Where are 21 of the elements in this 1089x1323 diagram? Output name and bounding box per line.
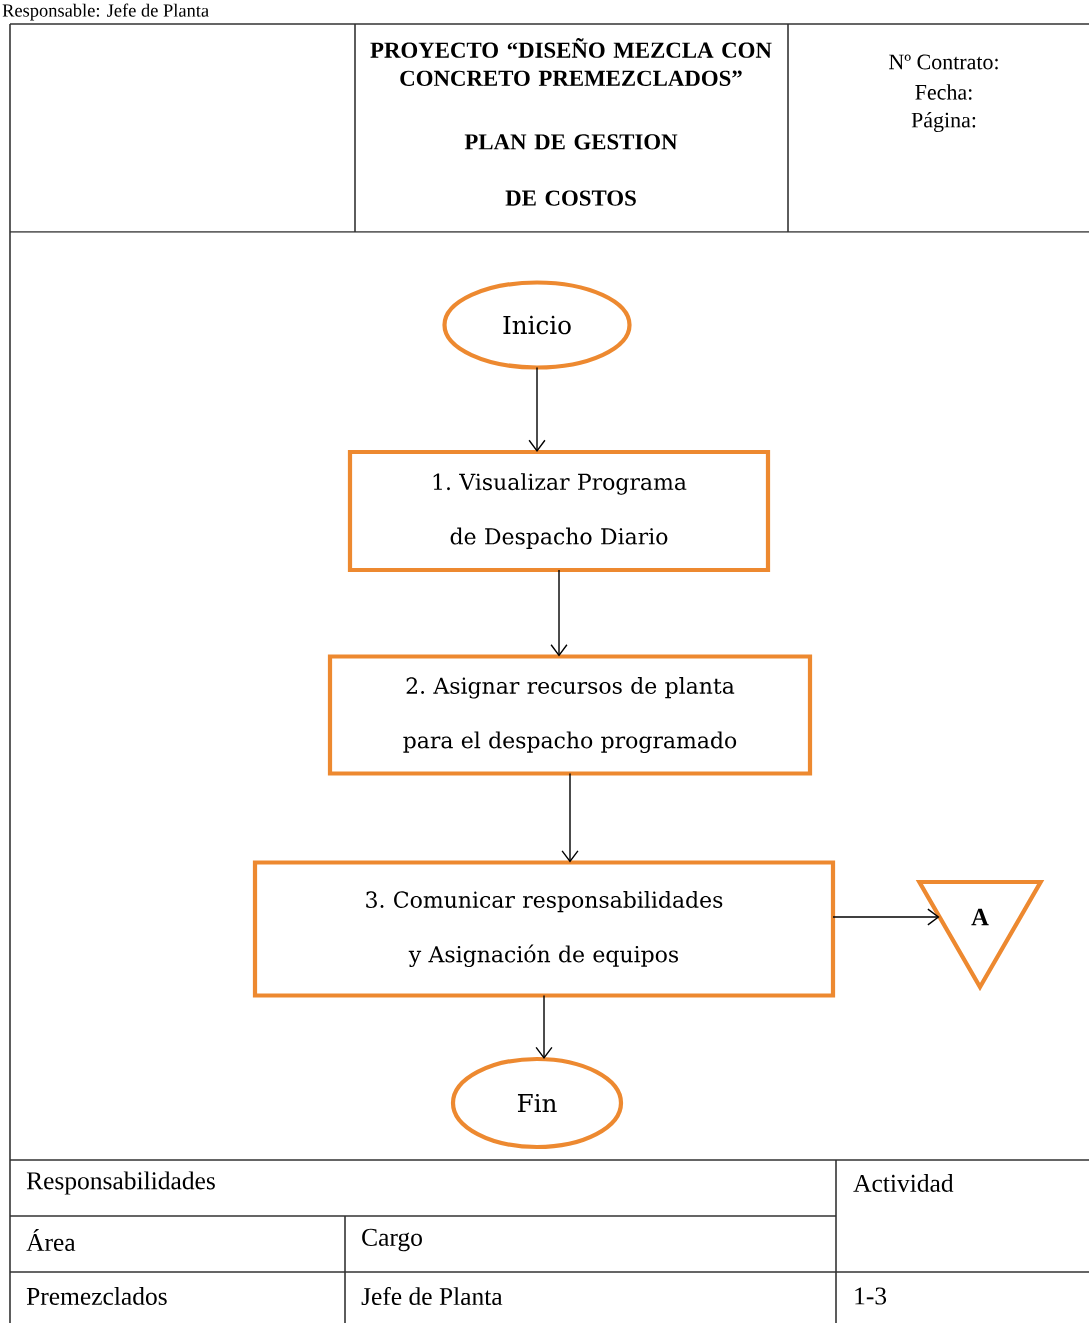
table-header: Cargo bbox=[362, 1228, 422, 1252]
plan-title: PLAN DE GESTION DE COSTOS bbox=[464, 134, 678, 206]
arrow bbox=[528, 366, 546, 452]
contract-field: Nº Contrato: bbox=[889, 54, 998, 70]
date-field: Fecha: bbox=[915, 84, 972, 100]
table-header: Área bbox=[26, 1228, 76, 1252]
page-heading: Responsable: Jefe de Planta bbox=[2, 3, 209, 21]
process-box: 2. Asignar recursos de planta para el despacho programado bbox=[327, 654, 813, 776]
table-header: Responsabilidades bbox=[26, 1171, 215, 1195]
table-cell: Jefe de Planta bbox=[361, 1286, 503, 1306]
arrow bbox=[832, 908, 940, 926]
page-field: Página: bbox=[911, 112, 976, 132]
arrow bbox=[561, 772, 579, 863]
process-box: 3. Comunicar responsabilidades y Asignación de equipos bbox=[252, 860, 836, 998]
table-cell: Premezclados bbox=[26, 1287, 167, 1305]
process-box: 1. Visualizar Programa de Despacho Diario bbox=[347, 449, 771, 573]
arrow bbox=[550, 569, 568, 657]
arrow bbox=[535, 994, 553, 1059]
project-title: PROYECTO “DISEÑO MEZCLA CON CONCRETO PREMEZCLADOS” bbox=[370, 38, 772, 86]
table-header: Actividad bbox=[853, 1174, 954, 1192]
table-cell: 1-3 bbox=[855, 1287, 887, 1305]
